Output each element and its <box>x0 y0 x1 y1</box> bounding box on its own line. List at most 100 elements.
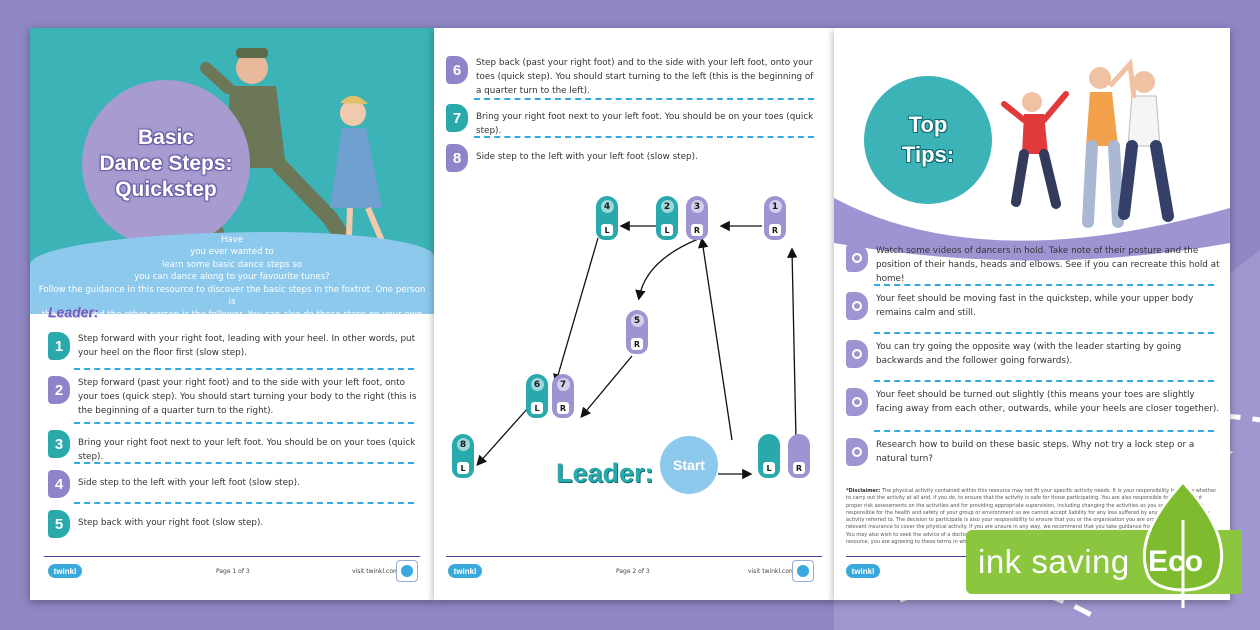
step-7: 7 Bring your right foot next to your lef… <box>446 104 816 138</box>
footprint-number: 1 <box>768 200 782 213</box>
footprint-1-right: 1 R <box>764 196 786 240</box>
divider <box>74 462 414 464</box>
step-text: Step back with your right foot (slow ste… <box>78 518 264 528</box>
twinkl-logo: twinkl <box>48 564 82 578</box>
footprint-2-left: 2 L <box>656 196 678 240</box>
step-text: Side step to the left with your left foo… <box>78 478 300 488</box>
footprint-number: 2 <box>660 200 674 213</box>
page-number: Page 2 of 3 <box>616 568 650 575</box>
step-number: 7 <box>446 104 468 132</box>
page-title: Basic Dance Steps: Quickstep <box>99 125 233 202</box>
step-text: Step forward with your right foot, leadi… <box>78 334 416 359</box>
step-text: Bring your right foot next to your left … <box>476 112 814 137</box>
footprint-5-right: 5 R <box>626 310 648 354</box>
footprint-side: R <box>769 224 781 236</box>
page-number: Page 1 of 3 <box>216 568 250 575</box>
step-text: Step back (past your right foot) and to … <box>476 58 814 97</box>
intro-text: Have you ever wanted to learn some basic… <box>38 235 426 333</box>
footprint-side: R <box>691 224 703 236</box>
divider <box>74 422 414 424</box>
tip-bullet-icon <box>846 244 868 272</box>
step-1: 1 Step forward with your right foot, lea… <box>48 332 418 360</box>
step-2: 2 Step forward (past your right foot) an… <box>48 376 418 418</box>
footprint-7-right: 7 R <box>552 374 574 418</box>
page-1: Basic Dance Steps: Quickstep Have you ev… <box>30 28 434 600</box>
step-number: 5 <box>48 510 70 538</box>
tips-title-circle: Top Tips: <box>864 76 992 204</box>
footprint-number: 6 <box>530 378 544 391</box>
footprint-side: L <box>531 402 543 414</box>
tip-text: Your feet should be turned out slightly … <box>876 390 1220 415</box>
divider <box>474 136 814 138</box>
step-5: 5 Step back with your right foot (slow s… <box>48 510 418 538</box>
footer-rule <box>446 556 822 557</box>
divider <box>74 368 414 370</box>
twinkl-logo: twinkl <box>846 564 880 578</box>
tip-bullet-icon <box>846 388 868 416</box>
step-number: 2 <box>48 376 70 404</box>
tip-bullet-icon <box>846 340 868 368</box>
twinkl-logo: twinkl <box>448 564 482 578</box>
disclaimer-title: *Disclaimer: <box>846 488 881 494</box>
footprint-number: 8 <box>456 438 470 451</box>
footprint-3-right: 3 R <box>686 196 708 240</box>
eco-label: Eco <box>1148 545 1204 578</box>
footprint-number: 3 <box>690 200 704 213</box>
step-3: 3 Bring your right foot next to your lef… <box>48 430 418 464</box>
footprint-side: L <box>763 462 775 474</box>
tip-bullet-icon <box>846 292 868 320</box>
intro-wave <box>30 232 434 314</box>
step-number: 1 <box>48 332 70 360</box>
tips-title: Top Tips: <box>901 112 955 167</box>
footprint-side: L <box>661 224 673 236</box>
step-6: 6 Step back (past your right foot) and t… <box>446 56 816 98</box>
step-number: 6 <box>446 56 468 84</box>
quality-badge-icon <box>396 560 418 582</box>
footprint-start-right: R <box>788 434 810 478</box>
tip-1: Watch some videos of dancers in hold. Ta… <box>846 244 1222 286</box>
step-8: 8 Side step to the left with your left f… <box>446 144 816 172</box>
footprint-number <box>793 438 806 451</box>
quality-badge-icon <box>792 560 814 582</box>
tip-2: Your feet should be moving fast in the q… <box>846 292 1222 320</box>
footprint-number: 4 <box>600 200 614 213</box>
divider <box>474 98 814 100</box>
tip-text: Watch some videos of dancers in hold. Ta… <box>876 246 1220 285</box>
footprint-number <box>763 438 776 451</box>
footer-site: visit twinkl.com <box>352 568 399 575</box>
step-number: 8 <box>446 144 468 172</box>
footprint-side: R <box>631 338 643 350</box>
page-3: Top Tips: Watch some videos of dancers i… <box>834 28 1230 600</box>
tip-text: Research how to build on these basic ste… <box>876 440 1195 465</box>
footprint-side: R <box>793 462 805 474</box>
footprint-side: L <box>601 224 613 236</box>
divider <box>874 380 1214 382</box>
ink-saving-label: ink saving <box>978 543 1130 580</box>
leader-heading: Leader: <box>48 304 99 320</box>
footprint-4-left: 4 L <box>596 196 618 240</box>
title-circle: Basic Dance Steps: Quickstep <box>82 80 250 248</box>
footprint-side: L <box>457 462 469 474</box>
step-text: Step forward (past your right foot) and … <box>78 378 417 417</box>
step-text: Bring your right foot next to your left … <box>78 438 416 463</box>
footprint-start-left: L <box>758 434 780 478</box>
eco-leaf-icon <box>1142 480 1224 608</box>
step-number: 3 <box>48 430 70 458</box>
divider <box>874 430 1214 432</box>
divider <box>874 332 1214 334</box>
footer-site: visit twinkl.com <box>748 568 795 575</box>
divider <box>874 284 1214 286</box>
page-2: 6 Step back (past your right foot) and t… <box>434 28 834 600</box>
footer-rule <box>44 556 420 557</box>
leader-label: Leader: <box>556 458 654 488</box>
footprint-side: R <box>557 402 569 414</box>
step-number: 4 <box>48 470 70 498</box>
step-text: Side step to the left with your left foo… <box>476 152 698 162</box>
step-4: 4 Side step to the left with your left f… <box>48 470 418 498</box>
divider <box>74 502 414 504</box>
tip-3: You can try going the opposite way (with… <box>846 340 1222 368</box>
tip-4: Your feet should be turned out slightly … <box>846 388 1222 416</box>
tip-5: Research how to build on these basic ste… <box>846 438 1222 466</box>
footprint-number: 7 <box>556 378 570 391</box>
footprint-number: 5 <box>630 314 644 327</box>
